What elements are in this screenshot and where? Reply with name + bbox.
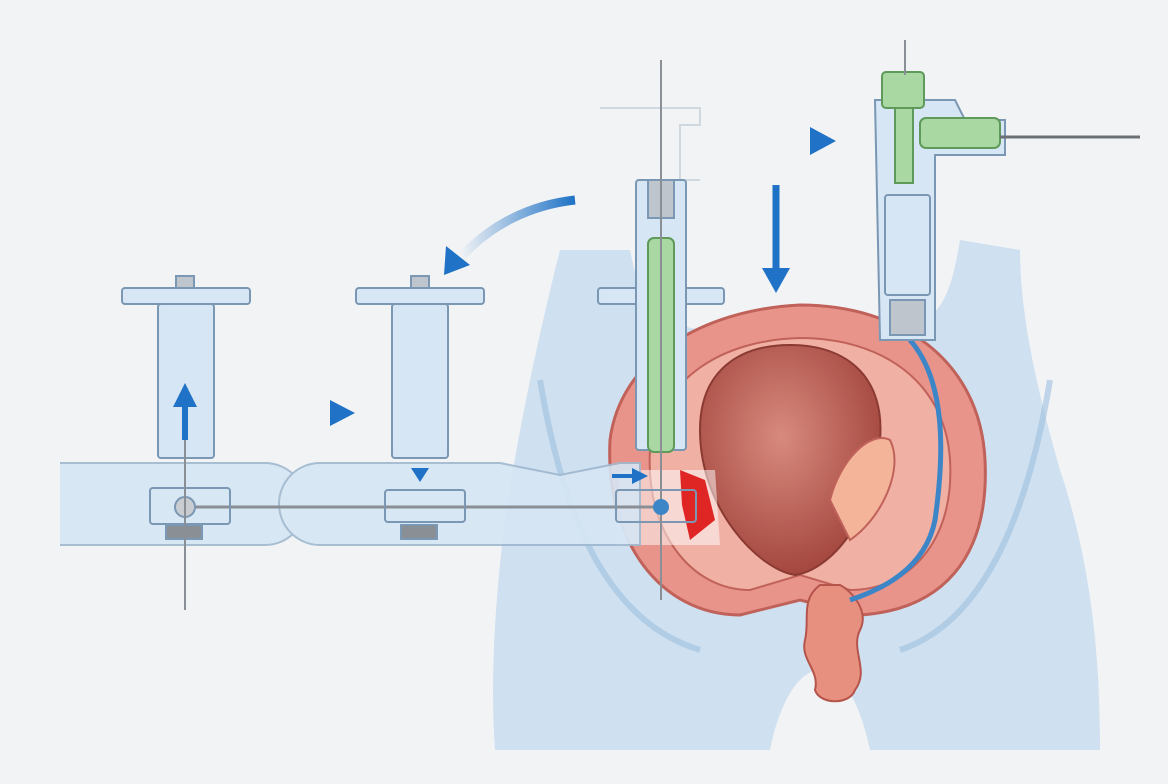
arrow-curved-left-icon bbox=[456, 195, 576, 262]
arrow-down-small-icon bbox=[411, 468, 429, 482]
rectum bbox=[803, 584, 864, 703]
instrument-2 bbox=[355, 275, 485, 540]
needle-tip-marker bbox=[653, 499, 669, 515]
catheter bbox=[849, 338, 944, 603]
green-connector bbox=[881, 71, 1001, 184]
pelvic-organs bbox=[608, 303, 987, 703]
horizontal-sheaths bbox=[60, 462, 641, 546]
